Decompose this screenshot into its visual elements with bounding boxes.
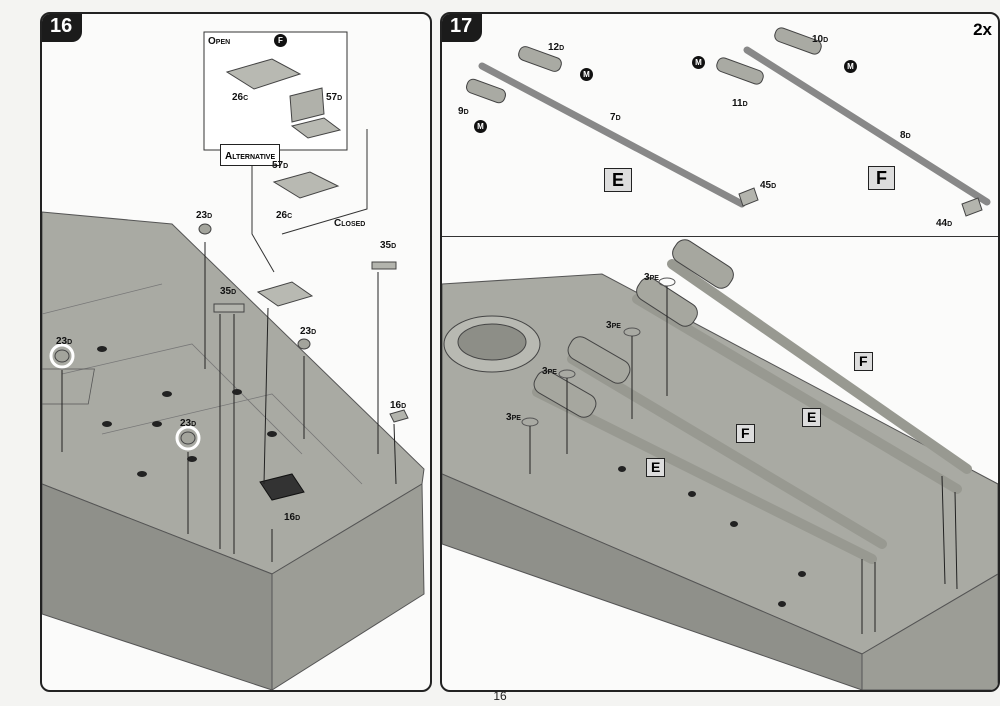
- alternative-label-box: Alternative: [220, 144, 281, 166]
- open-label: Open: [208, 36, 231, 47]
- lower-label-f: F: [854, 352, 873, 371]
- marker-m-badge: M: [692, 56, 705, 69]
- marker-m-badge: M: [844, 60, 857, 73]
- part-label-10d: 10D: [812, 34, 829, 45]
- step-17-illustration: [442, 27, 998, 690]
- part-label-35d-a: 35D: [220, 286, 237, 297]
- step-16-illustration: [42, 31, 425, 690]
- part-label-8d: 8D: [900, 130, 911, 141]
- part-label-16d-b: 16D: [284, 512, 301, 523]
- part-label-9d: 9D: [458, 106, 469, 117]
- marker-m-badge: M: [580, 68, 593, 81]
- step-16-panel: 16 Open F 26C 57D Alternative 57D 26C Cl…: [40, 12, 432, 692]
- quantity-multiplier: 2x: [973, 20, 992, 39]
- part-label-26c: 26C: [232, 92, 249, 103]
- part-label-35d-b: 35D: [380, 240, 397, 251]
- part-label-44d: 44D: [936, 218, 953, 229]
- lower-label-f: F: [736, 424, 755, 443]
- pe-label-3pe: 3PE: [606, 320, 621, 331]
- alternative-label: Alternative: [225, 151, 276, 162]
- lower-label-e: E: [802, 408, 822, 427]
- part-label-45d: 45D: [760, 180, 777, 191]
- lower-label-e: E: [646, 458, 666, 477]
- page-number: 16: [493, 689, 507, 703]
- part-label-23d-a: 23D: [196, 210, 213, 221]
- marker-f-badge: F: [274, 34, 287, 47]
- step-number: 17: [442, 14, 483, 42]
- step-17-panel: 17 2x 12D M 9D M 7D E 45D 10D M M 11D 8D…: [440, 12, 1000, 692]
- step-number: 16: [42, 14, 83, 42]
- part-label-11d: 11D: [732, 98, 748, 109]
- part-label-23d-d: 23D: [180, 418, 197, 429]
- part-label-23d-b: 23D: [300, 326, 317, 337]
- part-label-57d: 57D: [326, 92, 343, 103]
- pe-label-3pe: 3PE: [542, 366, 557, 377]
- marker-m-badge: M: [474, 120, 487, 133]
- pe-label-3pe: 3PE: [506, 412, 521, 423]
- pe-label-3pe: 3PE: [644, 272, 659, 283]
- part-label-7d: 7D: [610, 112, 621, 123]
- part-label-57d-closed: 57D: [272, 160, 289, 171]
- part-label-26c-closed: 26C: [276, 210, 293, 221]
- step-17-divider: [442, 236, 998, 237]
- closed-label: Closed: [334, 218, 366, 229]
- part-label-23d-c: 23D: [56, 336, 73, 347]
- part-label-16d-a: 16D: [390, 400, 407, 411]
- assembly-e-box: E: [604, 168, 633, 192]
- part-label-12d: 12D: [548, 42, 565, 53]
- assembly-f-box: F: [868, 166, 895, 190]
